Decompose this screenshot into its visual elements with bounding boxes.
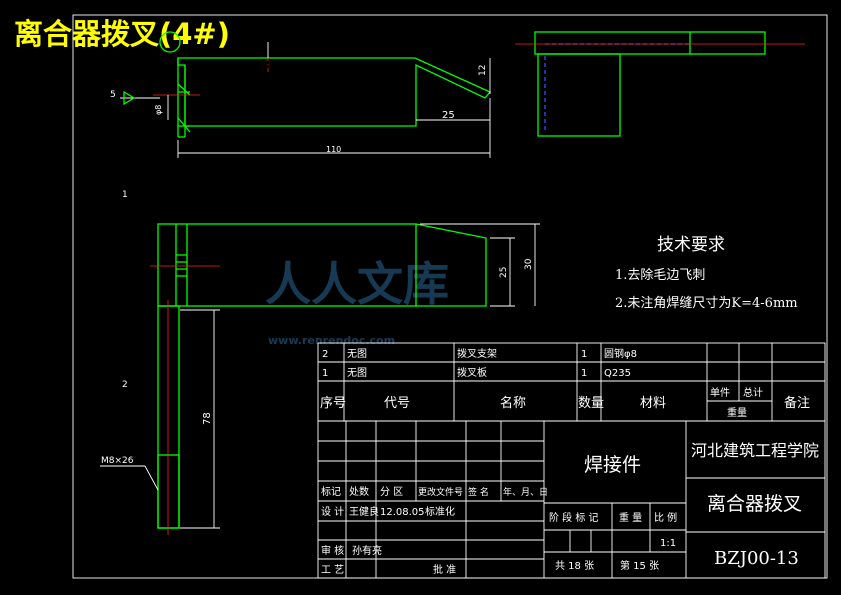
bom-row1-material: 圆钢φ8	[604, 347, 637, 360]
tech-item-2: 2.未注角焊缝尺寸为K=4-6mm	[615, 295, 798, 311]
side-view	[515, 31, 805, 137]
tb-drawing-no: BZJ00-13	[714, 548, 799, 569]
tb-doc: 更改文件号	[418, 486, 463, 498]
front-view	[153, 31, 492, 138]
bom-row2-no: 1	[322, 368, 328, 379]
dim-25-plan: 25	[499, 267, 509, 278]
tb-date: 年、月、日	[503, 486, 548, 498]
view-num-1: 1	[122, 190, 128, 200]
bom-row2-material: Q235	[604, 368, 631, 379]
bom-header-code: 代号	[384, 396, 410, 411]
tb-part-type: 焊接件	[584, 454, 641, 476]
tb-std: 标准化	[425, 505, 455, 518]
tb-reviewer: 孙有亮	[352, 544, 382, 557]
dim-30: 30	[524, 258, 534, 270]
watermark-url: www.renrendoc.com	[268, 334, 395, 347]
tb-drawing-name: 离合器拨叉	[707, 493, 802, 515]
dim-dia8: φ8	[154, 105, 163, 115]
bom-row2-code: 无图	[347, 367, 367, 379]
watermark-text: 人人文库	[265, 257, 449, 311]
weld-size-5: 5	[110, 90, 116, 100]
dim-110: 110	[326, 145, 341, 154]
bom-row1-code: 无图	[347, 348, 367, 360]
tech-item-1: 1.去除毛边飞刺	[615, 268, 705, 283]
tb-zone: 分 区	[380, 486, 403, 498]
tb-scale: 1:1	[660, 538, 676, 549]
title-block	[317, 342, 826, 579]
tb-review-label: 审 核	[321, 544, 344, 557]
dim-78: 78	[202, 412, 213, 425]
bom-row1-no: 2	[322, 349, 328, 360]
tb-sheets: 共 18 张	[555, 560, 594, 572]
view-num-2: 2	[122, 380, 128, 390]
tb-sheet: 第 15 张	[620, 559, 659, 572]
bom-header-weight: 重量	[727, 406, 747, 419]
bom-row1-qty: 1	[581, 349, 587, 360]
thread-callout: M8×26	[101, 456, 134, 466]
bom-header-unit: 单件	[710, 387, 730, 399]
bom-row2-qty: 1	[581, 368, 587, 379]
tb-count: 处数	[349, 485, 369, 498]
tb-school: 河北建筑工程学院	[691, 441, 819, 460]
bom-header-no: 序号	[320, 396, 346, 411]
tb-scale-label: 比 例	[654, 511, 677, 524]
tb-design-label: 设 计	[321, 505, 344, 518]
dim-12: 12	[478, 65, 488, 76]
plan-view-dims: 25 30 78 M8×26	[100, 223, 540, 529]
front-view-dims: 110 25 12 φ8 5	[110, 42, 491, 158]
tb-weight: 重 量	[619, 511, 642, 524]
bom-row1-name: 拨叉支架	[457, 347, 497, 360]
tb-stage: 阶 段 标 记	[549, 511, 599, 524]
bom-header-remark: 备注	[784, 395, 810, 411]
bom-header-total: 总计	[743, 386, 763, 399]
tb-sign: 签 名	[468, 486, 489, 498]
bom-header-qty: 数量	[578, 396, 604, 411]
tech-heading: 技术要求	[657, 235, 725, 255]
drawing-title: 离合器拨叉(4#)	[14, 17, 230, 51]
bom-header-material: 材料	[640, 396, 666, 411]
tb-mark: 标记	[321, 486, 341, 498]
bom-row2-name: 拨叉板	[457, 366, 487, 379]
bom-header-name: 名称	[500, 395, 526, 411]
tb-approve: 批 准	[433, 563, 456, 576]
tb-process: 工 艺	[321, 564, 344, 576]
plan-view	[150, 223, 487, 535]
tb-design-date: 12.08.05	[380, 507, 425, 518]
tb-designer: 王健良	[349, 505, 379, 518]
dim-25: 25	[442, 110, 455, 121]
